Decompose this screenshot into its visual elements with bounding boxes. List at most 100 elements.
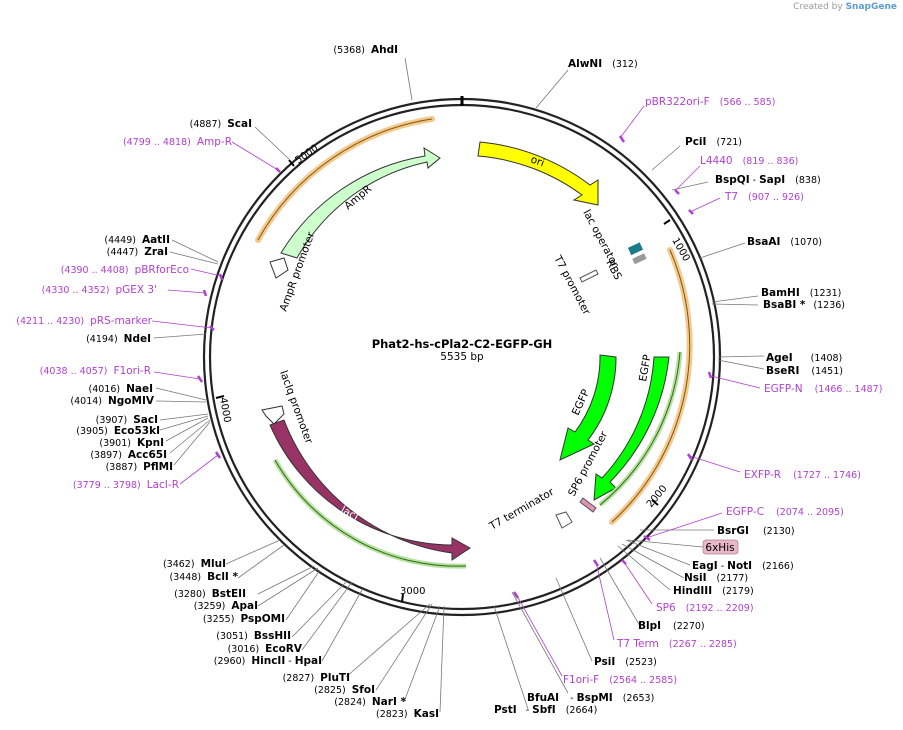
snapgene-credit: Created by SnapGene <box>793 2 897 12</box>
enzyme-pcii[interactable]: PciI(721) <box>685 136 742 148</box>
enzyme-ahdi[interactable]: (5368)AhdI <box>333 44 398 56</box>
enzyme-psii[interactable]: PsiI(2523) <box>594 656 657 668</box>
primer-t7-term[interactable]: T7 Term(2267 .. 2285) <box>616 638 737 650</box>
primers-right: pBR322ori-F(566 .. 585) L4440(819 .. 836… <box>563 96 882 686</box>
enzyme-scai[interactable]: (4887)ScaI <box>190 118 252 130</box>
enzyme-bamhi[interactable]: BamHI(1231) <box>761 287 841 299</box>
enzyme-eco53ki[interactable]: (3905)Eco53kI <box>76 425 160 437</box>
enzyme-hindiii[interactable]: HindIII(2179) <box>673 585 754 597</box>
lac-operator-box[interactable] <box>627 242 644 256</box>
primer-laci-r[interactable]: (3779 .. 3798)LacI-R <box>73 479 179 491</box>
laci-arrow[interactable] <box>269 419 471 561</box>
highlight-arcs <box>255 116 693 525</box>
primer-prs-marker[interactable]: (4211 .. 4230)pRS-marker <box>16 315 152 327</box>
enzyme-bseri[interactable]: BseRI(1451) <box>766 365 843 377</box>
enzymes-left: (5368)AhdI (4887)ScaI (4449)AatII (4447)… <box>70 44 439 720</box>
egfp-arrow-2[interactable] <box>593 356 670 501</box>
his-tag-leader <box>627 539 704 548</box>
primer-marks <box>196 135 713 599</box>
primer-f1ori-r[interactable]: (4038 .. 4057)F1ori-R <box>40 365 151 377</box>
laciq-promoter-arrow[interactable] <box>261 405 285 425</box>
tick-1000 <box>663 219 671 225</box>
enzyme-blpi[interactable]: BlpI(2270) <box>638 620 705 632</box>
enzyme-alwni[interactable]: AlwNI(312) <box>568 58 638 70</box>
enzyme-bsabi[interactable]: BsaBI *(1236) <box>763 299 845 311</box>
credit-prefix: Created by <box>793 2 843 12</box>
primer-l4440[interactable]: L4440(819 .. 836) <box>700 155 798 167</box>
primer-pgex3[interactable]: (4330 .. 4352)pGEX 3' <box>42 284 157 296</box>
ampr-promoter-arrow[interactable] <box>269 257 289 279</box>
tick-2000 <box>651 499 659 506</box>
tick-3000 <box>401 593 404 603</box>
enzyme-bsteii[interactable]: (3280)BstEII <box>174 588 246 600</box>
enzyme-hincii-hpai[interactable]: (2960)HincII - HpaI <box>214 655 322 667</box>
enzyme-ecorv[interactable]: (3016)EcoRV <box>228 643 303 655</box>
tick-5000 <box>288 159 295 167</box>
sp6-promoter-arrow[interactable] <box>579 497 597 513</box>
enzyme-zrai[interactable]: (4447)ZraI <box>107 246 168 258</box>
egfp-arrow-1[interactable] <box>559 354 617 461</box>
egfp-green-track-core <box>599 351 681 506</box>
enzymes-right: AlwNI(312) PciI(721) BspQI - SapI(838) B… <box>494 58 845 716</box>
egfp-label-2: EGFP <box>637 354 654 383</box>
enzyme-mlui[interactable]: (3462)MluI <box>163 558 226 570</box>
enzyme-bfuai-bspmi[interactable]: BfuAI - BspMI(2653) <box>527 692 654 704</box>
enzyme-ndei[interactable]: (4194)NdeI <box>86 333 151 345</box>
enzyme-sfoi[interactable]: (2825)SfoI <box>314 684 375 696</box>
t7-promoter-label: T7 promoter <box>551 253 593 318</box>
t7-terminator-shape[interactable] <box>555 511 573 529</box>
tick-label-3000: 3000 <box>400 586 425 597</box>
primer-t7[interactable]: T7(907 .. 926) <box>724 191 804 203</box>
enzyme-acc65i[interactable]: (3897)Acc65I <box>90 449 167 461</box>
primer-exfp-r[interactable]: EXFP-R(1727 .. 1746) <box>744 469 861 481</box>
enzyme-nari[interactable]: (2824)NarI * <box>334 696 406 708</box>
enzyme-agei[interactable]: AgeI(1408) <box>766 352 842 364</box>
enzyme-pspomi[interactable]: (3255)PspOMI <box>203 613 285 625</box>
his-tag-label: 6xHis <box>705 542 734 554</box>
ampr-arrow[interactable] <box>280 147 441 259</box>
primer-pbr322ori-f[interactable]: pBR322ori-F(566 .. 585) <box>645 96 775 108</box>
plasmid-name: Phat2-hs-cPla2-C2-EGFP-GH <box>372 337 553 351</box>
t7-promoter-arrow[interactable] <box>579 269 599 283</box>
enzyme-bsrgi[interactable]: BsrGI(2130) <box>717 525 795 537</box>
enzyme-bspqi-sapi[interactable]: BspQI - SapI(838) <box>715 174 821 186</box>
laci-green-track-core <box>274 459 467 567</box>
t7-terminator-label: T7 terminator <box>487 486 557 533</box>
enzyme-naei[interactable]: (4016)NaeI <box>89 383 154 395</box>
tick-label-4000: 4000 <box>217 397 232 424</box>
enzyme-bcli[interactable]: (3448)BclI * <box>170 571 239 583</box>
enzyme-kasi[interactable]: (2823)KasI <box>376 708 439 720</box>
enzyme-pluti[interactable]: (2827)PluTI <box>283 672 350 684</box>
ori-arrow[interactable] <box>477 141 599 206</box>
enzyme-eagi-noti[interactable]: EagI - NotI(2166) <box>692 560 794 572</box>
ori-label: ori <box>529 154 546 170</box>
primer-f1ori-f[interactable]: F1ori-F(2564 .. 2585) <box>563 674 677 686</box>
primer-amp-r[interactable]: (4799 .. 4818)Amp-R <box>123 136 232 148</box>
enzyme-ngomiv[interactable]: (4014)NgoMIV <box>70 395 154 407</box>
enzyme-nsii[interactable]: NsiI(2177) <box>684 572 748 584</box>
enzyme-bsaai[interactable]: BsaAI(1070) <box>747 236 822 248</box>
enzyme-apai[interactable]: (3259)ApaI <box>194 600 258 612</box>
primer-pbrforeco[interactable]: (4390 .. 4408)pBRforEco <box>61 264 189 276</box>
enzyme-psti-sbfi[interactable]: PstI - SbfI(2664) <box>494 704 597 716</box>
primer-egfp-n[interactable]: EGFP-N(1466 .. 1487) <box>764 383 882 395</box>
rbs-label: RBS <box>603 258 624 282</box>
primer-sp6[interactable]: SP6(2192 .. 2209) <box>656 602 754 614</box>
enzyme-bsshii[interactable]: (3051)BssHII <box>216 630 291 642</box>
primer-leaders <box>151 105 761 677</box>
leader-lines <box>153 57 765 713</box>
enzyme-pflmi[interactable]: (3887)PflMI <box>106 461 173 473</box>
primers-left: (4799 .. 4818)Amp-R (4390 .. 4408)pBRfor… <box>16 136 232 491</box>
highlight-arc-amp-core <box>257 118 433 241</box>
primer-egfp-c[interactable]: EGFP-C(2074 .. 2095) <box>726 506 844 518</box>
highlight-arc-egfp-core <box>611 249 691 523</box>
enzyme-saci[interactable]: (3907)SacI <box>96 414 158 426</box>
tick-4000 <box>215 395 225 399</box>
rbs-box[interactable] <box>632 253 647 265</box>
tick-label-5000: 5000 <box>293 143 320 167</box>
enzyme-aatii[interactable]: (4449)AatII <box>104 234 170 246</box>
snapgene-logo: SnapGene <box>845 2 897 12</box>
enzyme-kpni[interactable]: (3901)KpnI <box>99 437 164 449</box>
plasmid-length: 5535 bp <box>440 351 484 363</box>
